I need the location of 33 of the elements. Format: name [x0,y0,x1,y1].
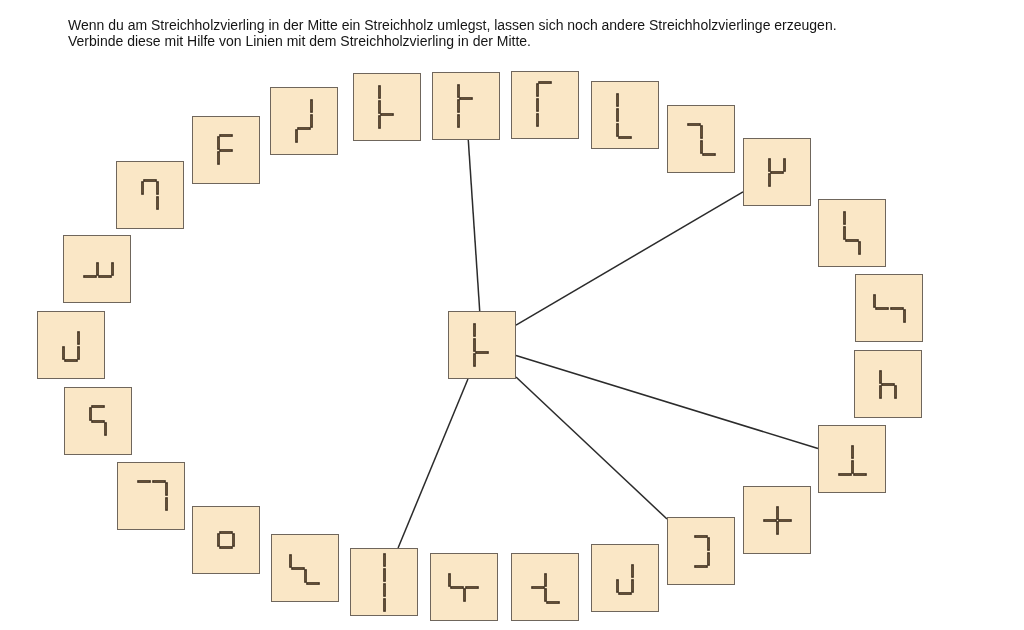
matchstick-card [591,81,659,149]
matchstick-card [192,506,260,574]
matchstick-card [511,71,579,139]
connector-line [515,354,819,450]
matchstick-card [511,553,579,621]
connector-line [515,376,668,520]
matchstick-card [448,311,516,379]
matchstick-card [116,161,184,229]
matchstick-card [192,116,260,184]
matchstick-card [855,274,923,342]
matchstick-card [430,553,498,621]
matchstick-card [818,425,886,493]
matchstick-card [743,138,811,206]
matchstick-card [271,534,339,602]
matchstick-card [854,350,922,418]
matchstick-card [743,486,811,554]
connector-line [397,378,469,549]
instruction-text: Verbinde diese mit Hilfe von Linien mit dem Streichholzvierling in der Mitte. [68,33,531,49]
instruction-text: Wenn du am Streichholzvierling in der Mitte ein Streichholz umlegst, lassen sich noch andere Streichholzvierlinge erzeugen. [68,17,837,33]
matchstick-card [818,199,886,267]
matchstick-card [37,311,105,379]
matchstick-card [432,72,500,140]
matchstick-card [63,235,131,303]
matchstick-card [350,548,418,616]
matchstick-card [64,387,132,455]
connector-line [467,139,481,312]
matchstick-card [270,87,338,155]
matchstick-card [667,105,735,173]
matchstick-card [353,73,421,141]
connector-line [515,191,744,326]
matchstick-card [667,517,735,585]
matchstick-card [117,462,185,530]
matchstick-card [591,544,659,612]
